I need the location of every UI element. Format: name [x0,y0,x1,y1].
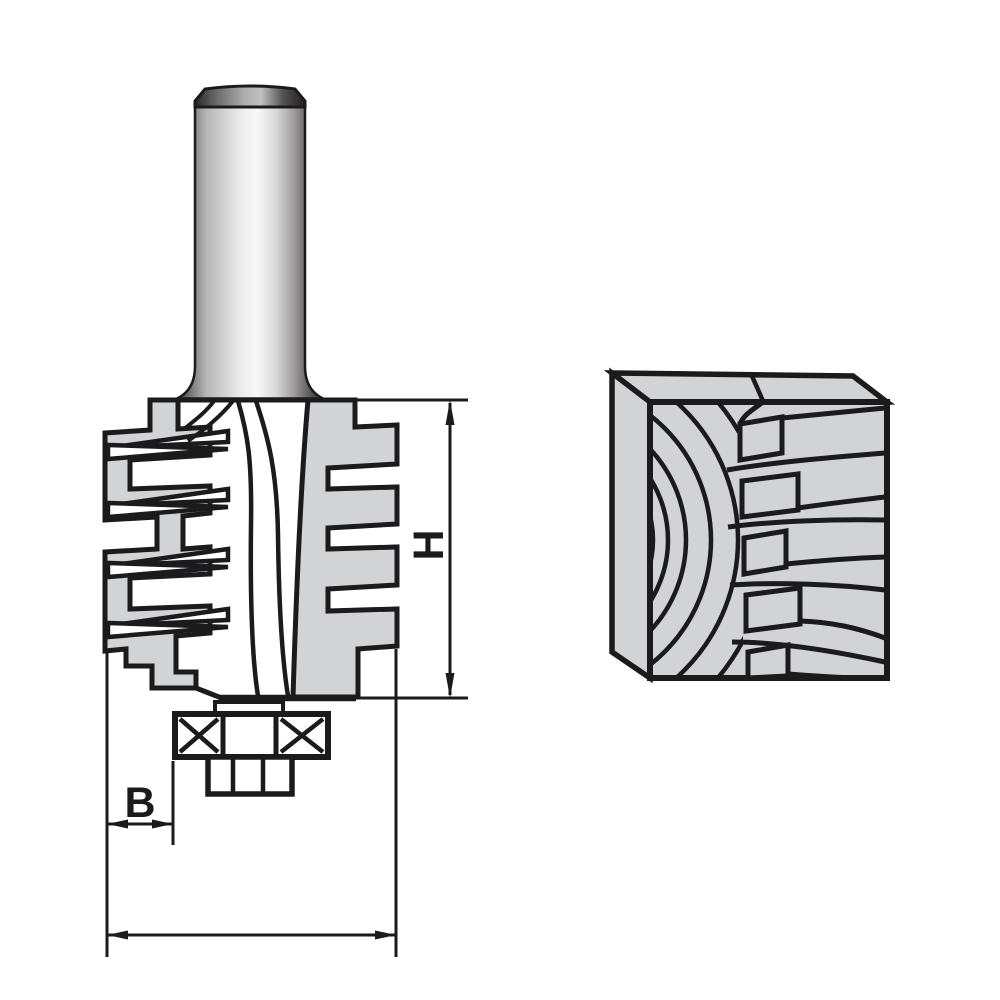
grain-line [731,639,886,665]
grain-line [727,517,886,530]
grain-line [799,618,886,641]
tooth-edge [105,442,229,462]
diameter-dimension [107,649,398,957]
nut-body [205,754,295,797]
grain-line [785,554,886,567]
arrowhead-up-icon [445,400,455,425]
router-bit [102,84,400,797]
grain-line [781,405,886,421]
shank-body [176,105,324,400]
growth-ring [650,474,671,606]
joint-finger [741,528,789,577]
arrowhead-left-icon [107,819,128,829]
finger-joint [737,375,803,681]
arbor-nut [205,754,295,797]
pilot-bearing [172,711,331,760]
dimensions: H B [105,398,468,957]
wood-left-face [609,367,653,684]
joint-finger [739,471,801,520]
joint-finger [745,642,791,681]
joint-finger [743,585,803,634]
joint-finger [737,414,785,463]
shank-top-chamfer [193,84,307,109]
growth-ring [672,402,741,678]
grain-line [787,671,861,681]
arrowhead-down-icon [445,673,455,698]
growth-ring [650,412,714,668]
bearing-cross-right [279,717,325,754]
right-profile-body [290,397,400,700]
grain-line [729,581,886,593]
grain-line [726,450,886,473]
nut-facets [230,757,266,794]
tooth-edge [105,500,229,520]
arrowhead-right-icon [152,819,173,829]
arrowhead-right-icon [375,930,396,940]
height-dim-label: H [405,529,453,560]
bearing-cross-left [178,717,220,754]
tooth-edge [105,560,229,580]
flute-face [182,399,291,697]
left-board-growth-rings [650,402,743,678]
bit-shank [176,84,324,400]
grain-line [797,494,886,511]
right-board-grain [726,405,886,681]
height-dimension: H [355,398,468,700]
flute-curve [235,400,261,697]
joint-line-top-face [749,375,766,402]
growth-ring [650,507,656,573]
flute-gash-line [182,399,216,431]
flute-gash-line [186,399,235,443]
depth-dim-label: B [124,779,155,827]
tooth-edge [105,620,229,640]
flute-curve [253,400,291,697]
wood-top-face [603,370,896,405]
arrowhead-left-icon [107,930,128,940]
depth-dimension: B [105,653,175,957]
cutter-head [102,397,400,702]
wood-joint-sample [603,367,896,684]
bearing-races [220,714,279,757]
left-teeth-cutting-edges [105,428,231,640]
growth-ring [650,445,689,635]
